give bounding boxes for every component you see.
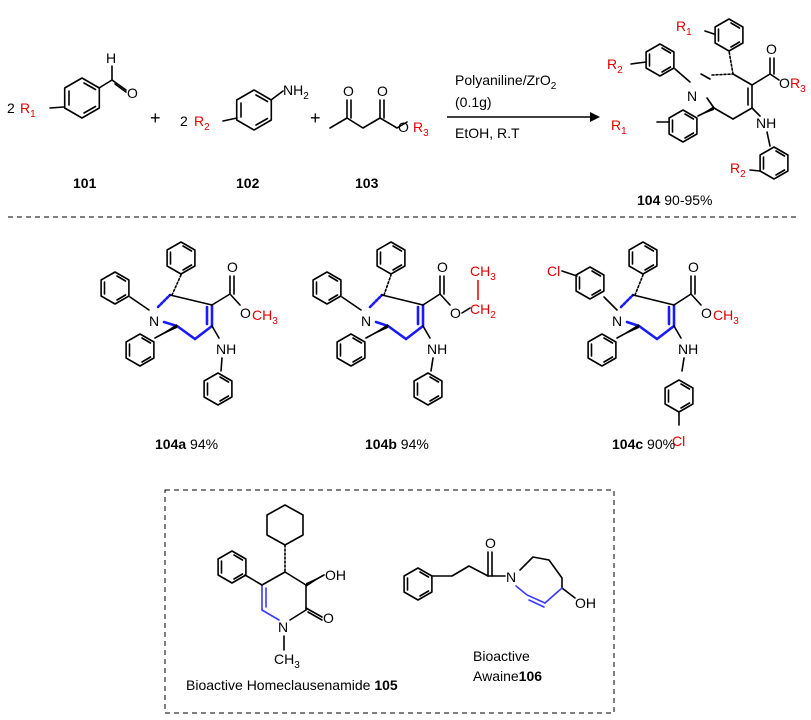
plus-2: + — [310, 108, 321, 128]
aldehyde-o: O — [127, 85, 138, 101]
r1-104-top: R1 — [676, 18, 692, 38]
n-104a: N — [149, 313, 159, 329]
methyl-104a: CH3 — [252, 307, 278, 327]
oh-105: OH — [325, 567, 346, 583]
ether-o-104a: O — [240, 305, 251, 321]
ch2-104b: CH2 — [470, 301, 496, 321]
r2-102: R2 — [194, 113, 210, 133]
n-104b: N — [361, 313, 371, 329]
ketone-o: O — [343, 83, 354, 99]
methyl-104c: CH3 — [713, 307, 739, 327]
carbonyl-o-106: O — [485, 535, 496, 551]
r3-103: R3 — [413, 119, 429, 139]
ester-o-104b: O — [437, 259, 448, 275]
label-104b: 104b 94% — [365, 436, 429, 452]
n-106: N — [506, 569, 516, 585]
ester-o-104a: O — [227, 259, 238, 275]
ether-o-104b: O — [450, 305, 461, 321]
label-103: 103 — [355, 175, 379, 191]
ether-o: O — [398, 119, 409, 135]
carbonyl-o-105: O — [323, 610, 334, 626]
coef-101: 2 — [7, 100, 15, 116]
compound-102: NH2 2 R2 102 — [180, 82, 309, 191]
nh2-102: NH2 — [283, 82, 309, 102]
label-101: 101 — [73, 175, 97, 191]
cl-104c-bottom: Cl — [672, 433, 685, 449]
ester-o-104c: O — [688, 259, 699, 275]
compound-104: N R1 R2 O O R3 NH R2 R1 104 90-95% — [607, 18, 806, 208]
r1-101: R1 — [20, 100, 36, 120]
compound-103: O O O R3 103 — [329, 83, 429, 191]
label-104c: 104c 90% — [612, 436, 675, 452]
nh-104a: NH — [216, 341, 236, 357]
label-106-line1: Bioactive — [473, 648, 530, 664]
label-105: Bioactive Homeclausenamide 105 — [186, 677, 398, 693]
aldehyde-h: H — [106, 50, 116, 66]
n-104: N — [687, 88, 697, 104]
reaction-arrow: Polyaniline/ZrO2 (0.1g) EtOH, R.T — [447, 72, 600, 141]
ether-o-104: O — [779, 75, 790, 91]
plus-1: + — [150, 108, 161, 128]
compound-105: OH O N CH3 Bioactive Homeclausenamide 10… — [186, 504, 398, 693]
ch3-104b: CH3 — [470, 263, 496, 283]
compound-106: O N OH Bioactive Awaine106 — [403, 535, 596, 684]
bioactive-box — [164, 489, 615, 714]
label-102: 102 — [236, 175, 260, 191]
ester-o-104: O — [766, 41, 777, 57]
r3-104: R3 — [790, 75, 806, 95]
r1-104-bottom: R1 — [611, 117, 627, 137]
reagent-line-1: Polyaniline/ZrO2 — [455, 72, 557, 92]
nh-104c: NH — [678, 341, 698, 357]
ether-o-104c: O — [701, 305, 712, 321]
nh-104b: NH — [427, 341, 447, 357]
compound-104c: N Cl O O CH3 NH Cl 104c 90% — [547, 241, 739, 452]
oh-106: OH — [575, 595, 596, 611]
r2-104-bottom: R2 — [730, 160, 746, 180]
reagent-line-2: (0.1g) — [455, 94, 492, 110]
reagent-line-3: EtOH, R.T — [455, 125, 520, 141]
label-106-line2: Awaine106 — [473, 668, 542, 684]
compound-101: H O 2 R1 101 — [7, 50, 138, 191]
compound-104a: N O O CH3 NH 104a 94% — [100, 241, 278, 452]
label-104a: 104a 94% — [155, 436, 218, 452]
n-104c: N — [612, 313, 622, 329]
label-104: 104 90-95% — [637, 192, 713, 208]
r2-104-top: R2 — [607, 56, 623, 76]
ester-o: O — [377, 83, 388, 99]
coef-102: 2 — [180, 113, 188, 129]
methyl-105: CH3 — [274, 651, 300, 671]
compound-104b: N O O CH2 CH3 NH 104b 94% — [312, 241, 496, 452]
nh-104: NH — [756, 115, 776, 131]
n-105: N — [278, 619, 288, 635]
cl-104c-top: Cl — [547, 263, 560, 279]
